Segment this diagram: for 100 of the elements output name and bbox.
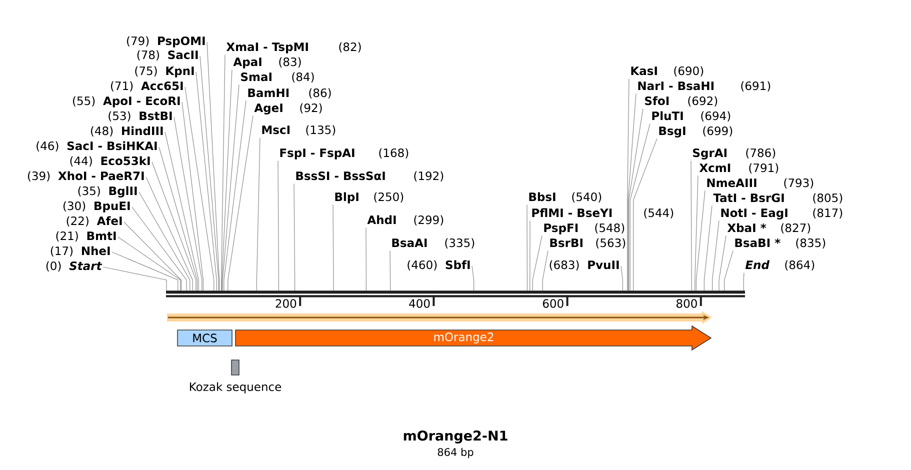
position-number: (75)	[135, 66, 157, 77]
leader-line	[132, 206, 187, 291]
position-number: (86)	[309, 88, 331, 99]
position-number: (691)	[741, 81, 770, 92]
enzyme-label: BstBI	[140, 112, 172, 120]
enzyme-label: XcmI	[699, 164, 730, 172]
leader-line	[542, 250, 548, 291]
position-number: (0)	[46, 261, 61, 272]
enzyme-label: SacI - BsiHKAI	[67, 141, 157, 150]
leader-line	[696, 190, 706, 291]
leader-line	[222, 84, 240, 291]
leader-line	[158, 146, 198, 291]
leader-line	[164, 132, 199, 291]
enzyme-label: BsaAI	[392, 238, 427, 248]
enzyme-label: BmtI	[87, 232, 116, 240]
enzyme-label: SacII	[168, 50, 198, 60]
leader-line	[152, 162, 196, 291]
position-number: (78)	[137, 50, 159, 61]
enzyme-label: Acc65I	[141, 81, 183, 90]
position-number: (791)	[749, 163, 778, 174]
leader-line	[184, 86, 214, 291]
leader-line	[278, 160, 279, 291]
enzyme-label: SbfI	[446, 260, 470, 270]
leader-line	[224, 100, 246, 291]
position-number: (17)	[50, 246, 73, 257]
leader-line	[633, 138, 658, 291]
leader-line	[118, 236, 181, 291]
leader-line	[221, 54, 226, 291]
position-number: (84)	[292, 72, 314, 83]
position-number: (864)	[785, 260, 814, 271]
position-number: (699)	[703, 126, 732, 137]
enzyme-label: PluTI	[652, 111, 683, 120]
position-number: (71)	[110, 81, 133, 92]
leader-line	[704, 205, 712, 291]
enzyme-label: NheI	[82, 246, 110, 256]
enzyme-label: XhoI - PaeR7I	[58, 171, 144, 180]
tick-label: 600	[542, 299, 564, 308]
enzyme-label: PspFI	[544, 224, 578, 234]
enzyme-label: SfoI	[645, 96, 669, 106]
enzyme-label: NmeAIII	[707, 178, 756, 188]
position-number: (540)	[572, 192, 602, 203]
enzyme-label: BsrBI	[550, 238, 582, 248]
enzyme-label: HindIII	[122, 126, 163, 136]
enzyme-label: XbaI *	[727, 223, 766, 232]
position-number: (827)	[781, 223, 810, 234]
leader-line	[620, 266, 623, 291]
leader-line	[628, 108, 644, 291]
tick-label: 800	[676, 299, 697, 308]
enzyme-label: AgeI	[254, 104, 282, 114]
leader-line	[256, 137, 260, 291]
position-number: (82)	[339, 42, 361, 53]
leader-line	[627, 78, 630, 291]
leader-line	[712, 220, 720, 291]
enzyme-label: PspOMI	[158, 36, 205, 48]
position-number: (544)	[644, 208, 674, 219]
leader-line	[390, 250, 391, 291]
position-number: (460)	[408, 260, 437, 271]
enzyme-label: BsaBI *	[735, 238, 780, 248]
position-number: (299)	[414, 215, 444, 226]
leader-line	[743, 272, 744, 291]
position-number: (55)	[73, 96, 95, 107]
leader-line	[222, 69, 232, 291]
leader-line	[724, 250, 734, 291]
feature-box: MCS	[177, 330, 232, 346]
enzyme-label: PflMI - BseYI	[532, 208, 612, 218]
enzyme-label: BssSI - BssSαI	[296, 171, 385, 180]
enzyme-label: AfeI	[96, 216, 122, 226]
leader-line	[138, 192, 190, 291]
leader-line	[526, 204, 528, 291]
enzyme-label: AhdI	[367, 215, 396, 224]
leader-line	[112, 252, 178, 291]
leader-line	[718, 235, 726, 291]
enzyme-label: BbsI	[529, 192, 556, 202]
leader-line	[472, 266, 474, 291]
enzyme-label: BsgI	[659, 126, 686, 138]
leader-line	[532, 235, 542, 291]
leader-line	[206, 42, 220, 291]
position-number: (335)	[445, 238, 474, 249]
position-number: (39)	[28, 171, 50, 182]
position-number: (35)	[78, 186, 100, 197]
position-number: (548)	[595, 223, 624, 234]
enzyme-label: BglII	[109, 186, 137, 198]
leader-line	[146, 176, 193, 291]
enzyme-label: NarI - BsaHI	[638, 82, 714, 90]
position-number: (683)	[550, 260, 579, 271]
position-number: (692)	[688, 96, 718, 107]
end-label: End	[745, 260, 770, 270]
position-number: (44)	[70, 156, 92, 167]
leader-line	[294, 183, 296, 291]
enzyme-label: KpnI	[166, 66, 194, 78]
leader-line	[196, 72, 217, 291]
leader-line	[102, 266, 167, 291]
caption: 864 bp	[438, 448, 474, 458]
position-number: (135)	[306, 125, 336, 136]
enzyme-label: PvuII	[588, 260, 619, 270]
enzyme-label: NotI - EagI	[721, 208, 788, 220]
enzyme-label: ApoI - EcoRI	[103, 96, 180, 108]
position-number: (690)	[674, 66, 704, 77]
position-number: (79)	[126, 36, 149, 47]
position-number: (21)	[56, 231, 78, 242]
